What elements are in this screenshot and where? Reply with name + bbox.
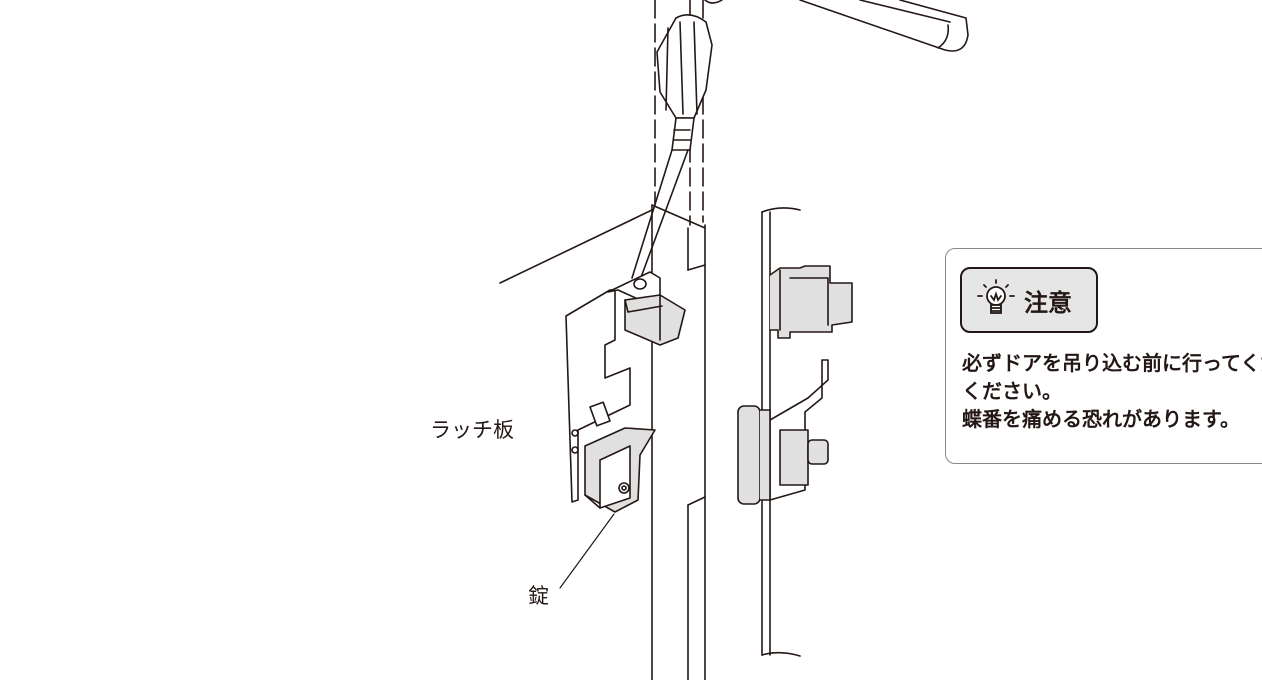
lock-label: 錠	[528, 584, 549, 608]
lock-leader-line	[559, 513, 615, 589]
perspective-line	[499, 209, 653, 284]
latch-plate-label: ラッチ板	[430, 418, 514, 442]
caution-text: 必ずドアを吊り込む前に行ってください。 ください。 蝶番を痛める恐れがあります。	[962, 349, 1262, 433]
caution-line: 必ずドアを吊り込む前に行ってください。	[962, 351, 1262, 375]
caution-line: 蝶番を痛める恐れがあります。	[962, 407, 1240, 431]
latch-plate	[565, 271, 686, 513]
door-edge	[737, 207, 853, 657]
lightbulb-icon	[977, 279, 1015, 314]
caution-box: 注意 必ずドアを吊り込む前に行ってください。 ください。 蝶番を痛める恐れがあり…	[945, 248, 1262, 464]
caution-title: 注意	[1024, 288, 1072, 317]
caution-line: ください。	[962, 379, 1062, 403]
handle	[704, 0, 969, 52]
screwdriver	[631, 14, 713, 281]
caution-badge: 注意	[960, 267, 1098, 333]
